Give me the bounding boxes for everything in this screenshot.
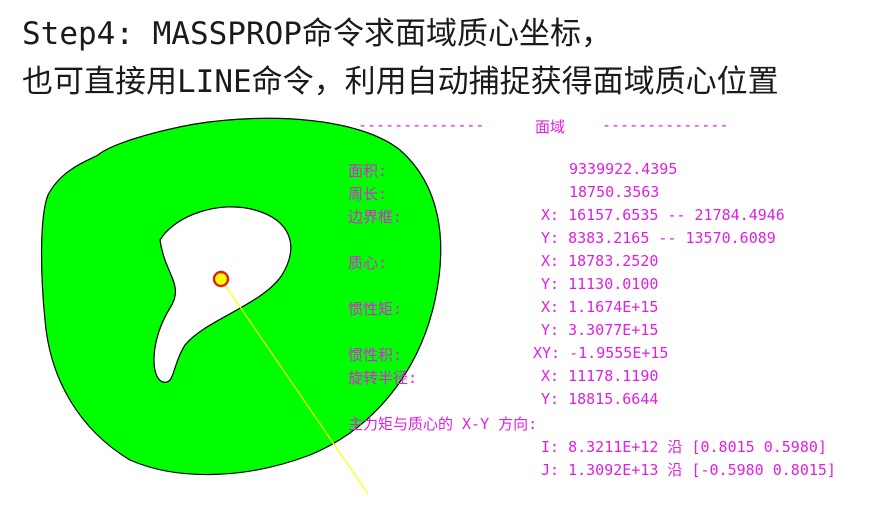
- principal-label: 主力矩与质心的 X-Y 方向:: [348, 415, 538, 433]
- region-shape: [40, 117, 442, 476]
- gyration-y: Y: 18815.6644: [541, 390, 659, 408]
- bbox-label: 边界框:: [348, 208, 403, 226]
- massprop-header-left: --------------: [358, 116, 485, 134]
- centroid-y: Y: 11130.0100: [541, 275, 659, 293]
- centroid-x: X: 18783.2520: [541, 252, 659, 270]
- massprop-header-title: 面域: [535, 118, 566, 136]
- bbox-y: Y: 8383.2165 -- 13570.6089: [541, 229, 776, 247]
- principal-i: I: 8.3211E+12 沿 [0.8015 0.5980]: [541, 438, 827, 456]
- gyration-label: 旋转半径:: [348, 369, 418, 387]
- perimeter-label: 周长:: [348, 185, 388, 203]
- step-title-line2: 也可直接用LINE命令，利用自动捕捉获得面域质心位置: [22, 64, 779, 100]
- bbox-x: X: 16157.6535 -- 21784.4946: [541, 206, 785, 224]
- snap-line: [220, 278, 369, 495]
- perimeter-value: 18750.3563: [569, 183, 660, 201]
- massprop-header-right: --------------: [602, 116, 729, 134]
- area-value: 9339922.4395: [569, 160, 678, 178]
- gyration-x: X: 11178.1190: [541, 367, 659, 385]
- principal-j: J: 1.3092E+13 沿 [-0.5980 0.8015]: [541, 461, 836, 479]
- inertia-y: Y: 3.3077E+15: [541, 321, 659, 339]
- product-xy: XY: -1.9555E+15: [533, 344, 669, 362]
- step-title-line1: Step4: MASSPROP命令求面域质心坐标，: [22, 16, 612, 52]
- product-label: 惯性积:: [348, 346, 403, 364]
- centroid-marker[interactable]: [212, 270, 230, 288]
- inertia-label: 惯性矩:: [348, 300, 403, 318]
- centroid-label: 质心:: [348, 254, 388, 272]
- area-label: 面积:: [348, 162, 388, 180]
- inertia-x: X: 1.1674E+15: [541, 298, 659, 316]
